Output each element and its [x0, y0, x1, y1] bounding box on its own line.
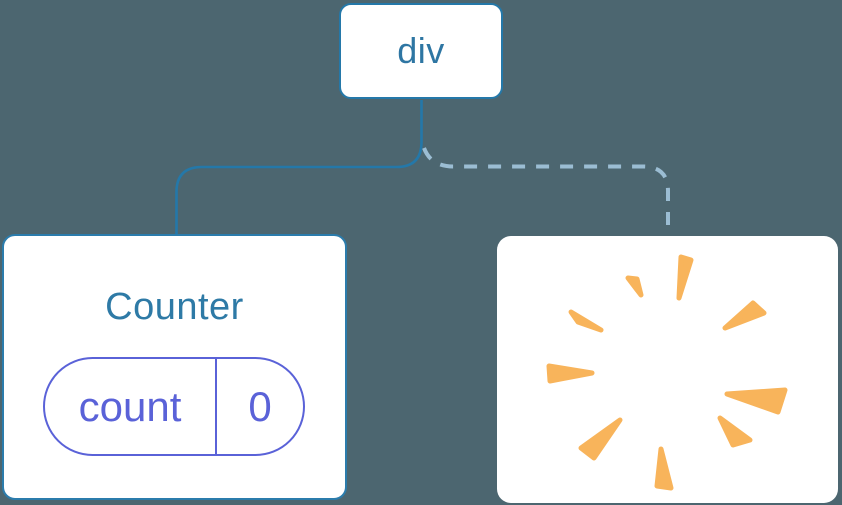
state-key-label: count: [78, 382, 182, 430]
edge-solid-to-counter: [175, 100, 423, 234]
edge-dashed-to-removed: [422, 147, 670, 236]
state-pill: count 0: [43, 357, 305, 456]
state-key-cell: count: [45, 359, 217, 454]
counter-card: Counter count 0: [2, 234, 347, 500]
state-value-cell: 0: [217, 359, 303, 454]
root-node-div: div: [339, 3, 503, 99]
root-node-label: div: [397, 30, 445, 71]
poof-icon: [546, 254, 788, 491]
state-value-label: 0: [248, 382, 272, 430]
counter-title: Counter: [105, 286, 244, 328]
removed-component-card: [497, 236, 838, 503]
